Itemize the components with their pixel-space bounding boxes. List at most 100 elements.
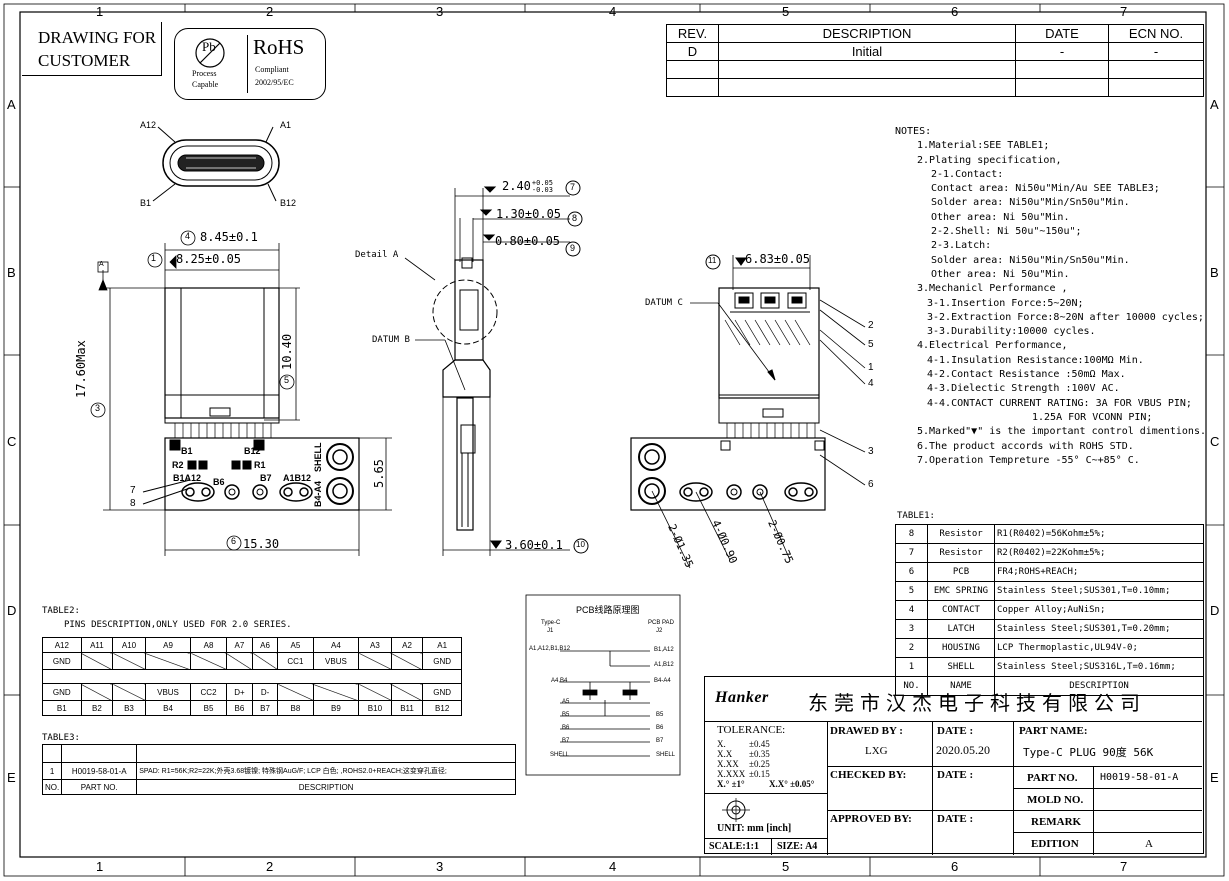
- t1-name: LATCH: [927, 619, 995, 639]
- pin-cell: B1: [42, 700, 82, 716]
- pin-cell: A6: [252, 637, 279, 653]
- schematic-title: PCB线路原理图: [576, 605, 640, 615]
- note-line: 7.Operation Tempreture -55° C~+85° C.: [917, 454, 1140, 466]
- schematic-right-pin: SHELL: [656, 752, 676, 758]
- revision-row: [666, 78, 1204, 97]
- t1-name: CONTACT: [927, 600, 995, 620]
- pin-cell: B7: [252, 700, 279, 716]
- tb-vline-5: [771, 838, 772, 855]
- unit-label: UNIT: mm [inch]: [717, 823, 792, 834]
- pin-cell: B9: [312, 700, 360, 716]
- pin-func-cell: [358, 652, 392, 670]
- pin-cell: B4: [144, 700, 192, 716]
- pin-func-cell: [358, 683, 392, 701]
- part-name-label: PART NAME:: [1019, 725, 1088, 737]
- side-view-connector: [404, 180, 589, 556]
- col-label-7: 7: [1120, 4, 1128, 19]
- tb-hline-7: [705, 793, 827, 794]
- pb-capable: Capable: [192, 80, 219, 89]
- title-block: Hanker 东 莞 市 汉 杰 电 子 科 技 有 限 公 司 TOLERAN…: [704, 676, 1204, 855]
- t1-no: 8: [895, 524, 928, 544]
- company-row: Hanker 东 莞 市 汉 杰 电 子 科 技 有 限 公 司: [705, 677, 1202, 722]
- t1-no: 6: [895, 562, 928, 582]
- circle-label-5: 5: [284, 375, 290, 385]
- schematic-left-pin: A1,A12,B1,B12: [529, 646, 571, 652]
- description-header: DESCRIPTION: [718, 24, 1016, 43]
- tol-key: X.XXX: [717, 769, 746, 779]
- top-view-dimensions: [90, 230, 392, 556]
- rohs-compliant: Compliant: [255, 65, 289, 74]
- pcb-label-r1: R1: [254, 460, 266, 470]
- pin-func-cell: VBUS: [144, 683, 192, 701]
- tb-hline-8: [705, 838, 827, 839]
- schematic-right-pin: B6: [656, 725, 664, 731]
- pin-func-cell: [112, 683, 146, 701]
- remark-label: REMARK: [1031, 816, 1082, 828]
- circle-label-1: 1: [151, 253, 157, 263]
- angle-tol: X.X° ±0.05°: [769, 779, 815, 789]
- dim-1-30: 1.30±0.05: [496, 207, 562, 221]
- pin-func-cell: CC2: [190, 683, 227, 701]
- schematic-left-pin: A4,B4: [551, 678, 568, 684]
- tol-val: ±0.35: [749, 749, 770, 759]
- t1-desc: Stainless Steel;SUS301,T=0.10mm;: [994, 581, 1204, 601]
- notes-title: NOTES:: [895, 126, 932, 137]
- dim-10-40: 10.40: [280, 333, 294, 370]
- dim-8-45: 8.45±0.1: [200, 230, 258, 244]
- circle-label-7: 7: [570, 182, 576, 192]
- item-4-label: 4: [868, 378, 874, 389]
- drawn-by-value: LXG: [865, 745, 888, 757]
- checked-by-label: CHECKED BY:: [830, 769, 907, 781]
- part-name-value: Type-C PLUG 90度 56K: [1023, 746, 1154, 759]
- logo-divider: [247, 35, 248, 93]
- schematic-right-pin: B5: [656, 712, 664, 718]
- notes-block: NOTES: 1.Material:SEE TABLE1; 2.Plating …: [895, 125, 1206, 468]
- row-label-d: D: [7, 603, 17, 618]
- note-line: 3-2.Extraction Force:8~20N after 10000 c…: [927, 311, 1204, 323]
- pcb-label-b1: B1: [181, 446, 193, 456]
- note-line: 2-1.Contact:: [931, 168, 1004, 180]
- row-label-e-right: E: [1210, 770, 1219, 785]
- pb-label: Pb: [202, 39, 216, 54]
- schematic-left-pin: A5: [562, 699, 570, 705]
- t1-desc: FR4;ROHS+REACH;: [994, 562, 1204, 582]
- t1-desc: Copper Alloy;AuNiSn;: [994, 600, 1204, 620]
- col-label-2-bottom: 2: [266, 859, 274, 874]
- pin-cell: B3: [112, 700, 146, 716]
- col-label-7-bottom: 7: [1120, 859, 1128, 874]
- dim-2-40-value: 2.40: [502, 179, 531, 193]
- pin-func-cell: GND: [422, 683, 462, 701]
- approved-by-label: APPROVED BY:: [830, 813, 912, 825]
- t1-footer-name: NAME: [927, 676, 995, 696]
- pin-cell: A9: [144, 637, 192, 653]
- pin-cell: A2: [390, 637, 424, 653]
- t1-name: SHELL: [927, 657, 995, 677]
- pin-func-cell: GND: [42, 652, 82, 670]
- note-line: 4-3.Dielectic Strength :100V AC.: [927, 383, 1120, 395]
- note-line: Other area: Ni 50u"Min.: [931, 211, 1070, 223]
- circle-label-11: 11: [708, 256, 717, 265]
- item-1-label: 1: [868, 362, 874, 373]
- part-no-label: PART NO.: [1027, 772, 1078, 784]
- schematic-left-header-1: Type-C: [541, 620, 561, 626]
- pb-process: Process: [192, 69, 217, 78]
- pcb-label-r2: R2: [172, 460, 184, 470]
- schematic-left-pin: SHELL: [550, 752, 570, 758]
- front-view-connector: [152, 126, 280, 202]
- t1-no: 5: [895, 581, 928, 601]
- circle-label-3: 3: [95, 403, 101, 413]
- note-line: 1.25A FOR VCONN PIN;: [1032, 411, 1153, 423]
- tol-val: ±0.15: [749, 769, 770, 779]
- circle-label-9: 9: [570, 243, 576, 253]
- col-label-3: 3: [436, 4, 444, 19]
- detail-a-label: Detail A: [355, 250, 399, 260]
- dim-17-60: 17.60Max: [74, 340, 88, 398]
- dim-2-40-tol-up: +0.05: [531, 178, 553, 187]
